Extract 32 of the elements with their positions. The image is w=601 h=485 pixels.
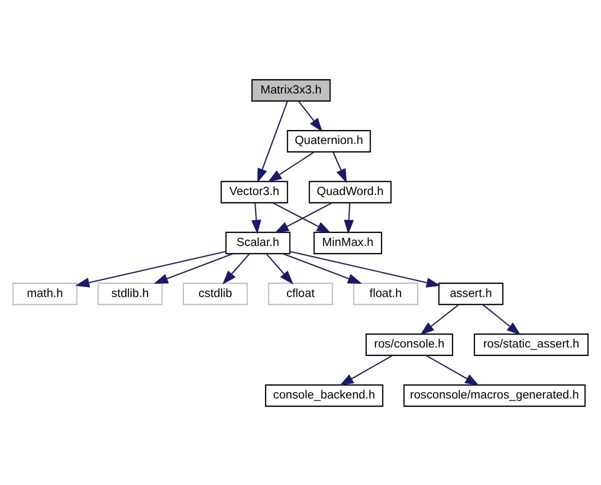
node-box: rosconsole/macros_generated.h <box>403 384 586 406</box>
arrow <box>268 151 314 182</box>
arrow <box>426 354 480 386</box>
arrow <box>290 250 441 287</box>
arrow <box>282 252 362 284</box>
arrow <box>251 202 262 234</box>
arrow <box>154 252 234 284</box>
arrow <box>257 100 288 182</box>
arrow <box>298 100 323 132</box>
node-box: console_backend.h <box>265 384 384 406</box>
node-box: Matrix3x3.h <box>251 78 331 102</box>
node-box: math.h <box>12 282 78 305</box>
arrow <box>482 304 521 335</box>
arrow <box>420 304 460 335</box>
node-box: float.h <box>353 282 418 305</box>
arrow <box>266 253 294 284</box>
node-box: QuadWord.h <box>308 180 392 203</box>
arrow <box>332 152 347 183</box>
node-box: cstdlib <box>182 282 248 305</box>
node-box: stdlib.h <box>98 282 163 305</box>
node-box: assert.h <box>438 282 504 305</box>
arrow <box>75 250 226 287</box>
node-box: MinMax.h <box>314 231 382 254</box>
arrow <box>339 354 393 386</box>
node-box: ros/console.h <box>366 333 454 356</box>
node-box: Quaternion.h <box>286 130 371 152</box>
node-box: Vector3.h <box>220 180 288 203</box>
node-box: cfloat <box>268 282 334 305</box>
node-box: Scalar.h <box>225 231 290 254</box>
arrow <box>344 202 354 234</box>
arrow <box>222 253 250 284</box>
node-box: ros/static_assert.h <box>474 333 589 356</box>
